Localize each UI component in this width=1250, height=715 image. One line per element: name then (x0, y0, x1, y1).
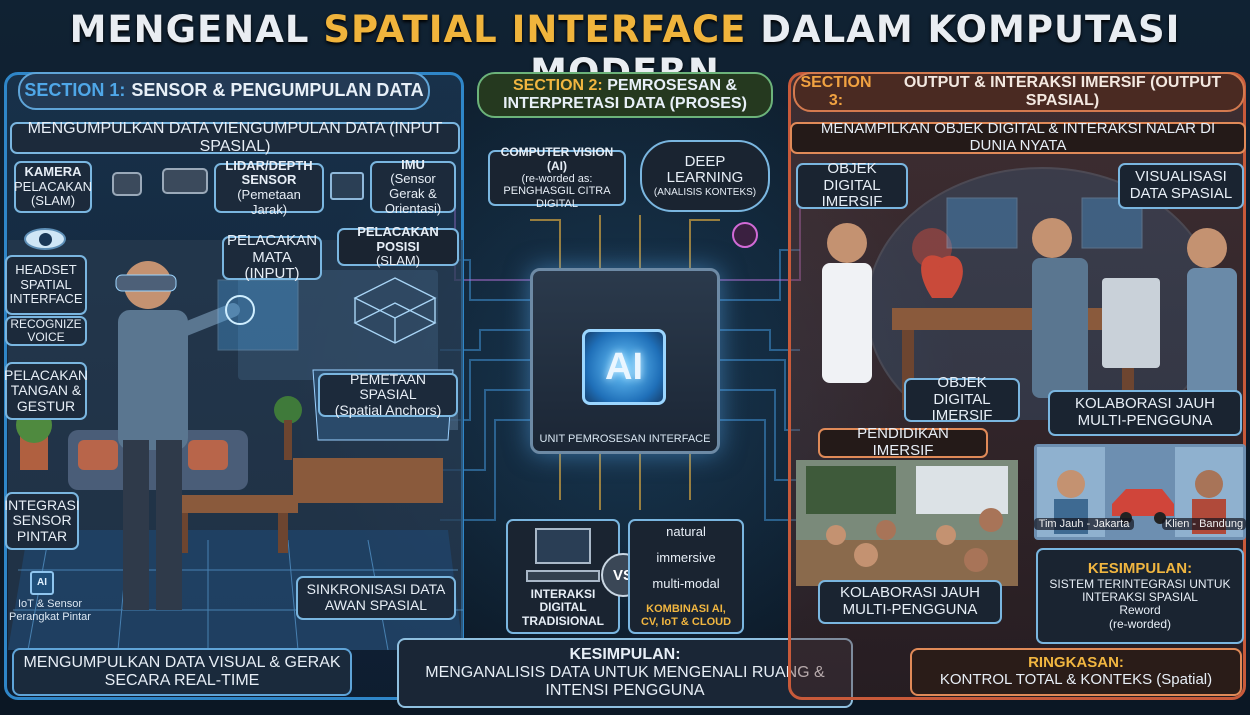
pelacakan-posisi-title: PELACAKAN POSISI (357, 224, 439, 254)
ringkasan-body: KONTROL TOTAL & KONTEKS (Spatial) (939, 671, 1213, 688)
microphone-icon (732, 222, 758, 248)
ai-chip-core: AI (582, 329, 666, 405)
section-1-summary: MENGUMPULKAN DATA VISUAL & GERAK SECARA … (12, 648, 352, 696)
section-2-header: SECTION 2: PEMROSESAN & INTERPRETASI DAT… (477, 72, 773, 118)
imu-label: IMU (Sensor Gerak & Orientasi) (370, 156, 456, 216)
visualisasi-label: VISUALISASI DATA SPASIAL (1118, 163, 1244, 209)
computer-vision-label: COMPUTER VISION (AI) (re-worded as: PENG… (488, 145, 626, 210)
traditional-label: INTERAKSI DIGITAL TRADISIONAL (522, 586, 604, 628)
pelacakan-posisi-sub: (SLAM) (375, 253, 421, 269)
natural-label: natural (666, 524, 706, 539)
dl-sub: (ANALISIS KONTEKS) (653, 187, 757, 199)
section-1-number: SECTION 1: (24, 80, 126, 101)
slam-wireframe-icon (353, 277, 437, 344)
section-2-number: SECTION 2: (512, 77, 603, 95)
section-3-conclusion: KESIMPULAN: SISTEM TERINTEGRASI UNTUK IN… (1036, 548, 1244, 644)
recognize-voice-label: RECOGNIZE VOICE (5, 316, 87, 346)
section-2-conclusion: KESIMPULAN: MENGANALISIS DATA UNTUK MENG… (397, 638, 853, 708)
section-2-title: PEMROSESAN & INTERPRETASI DATA (PROSES) (503, 77, 747, 112)
objek-digital-label-1: OBJEK DIGITAL IMERSIF (796, 160, 908, 210)
page-title: MENGENAL SPATIAL INTERFACE DALAM KOMPUTA… (0, 8, 1250, 94)
klien-label: Klien - Bandung (1162, 518, 1246, 530)
iot-chip-icon: AI (30, 571, 54, 595)
section-2-conclusion-body: MENGANALISIS DATA UNTUK MENGENALI RUANG … (425, 664, 825, 699)
pelacakan-mata-label: PELACAKAN MATA (INPUT) (222, 232, 322, 282)
multimodal-label: multi-modal (652, 576, 720, 592)
kombinasi-label: KOMBINASI AI, CV, IoT & CLOUD (640, 603, 732, 628)
dl-title: DEEP LEARNING (666, 152, 744, 187)
cv-sub: (re-worded as: PENGHASGIL CITRA DIGITAL (503, 172, 611, 210)
lidar-title: LIDAR/DEPTH SENSOR (225, 157, 313, 188)
pemetaan-title: PEMETAAN SPASIAL (350, 370, 426, 403)
imu-sub: (Sensor Gerak & Orientasi) (384, 171, 442, 216)
spatial-interaction-box: natural immersive multi-modal KOMBINASI … (628, 519, 744, 634)
pemetaan-sub: (Spatial Anchors) (334, 401, 442, 418)
title-highlight: SPATIAL INTERFACE (323, 8, 747, 51)
headset-label: HEADSET SPATIAL INTERFACE (5, 255, 87, 315)
section-3-title: OUTPUT & INTERAKSI IMERSIF (OUTPUT SPASI… (903, 74, 1222, 109)
section-1-header: SECTION 1: SENSOR & PENGUMPULAN DATA (18, 72, 430, 110)
imu-title: IMU (401, 156, 425, 172)
reword-label: Reword (1119, 603, 1161, 618)
section-2-conclusion-title: KESIMPULAN: (569, 646, 681, 664)
pemetaan-spasial-label: PEMETAAN SPASIAL (Spatial Anchors) (318, 370, 458, 418)
camera-icon (162, 168, 208, 194)
eye-icon (24, 228, 66, 250)
section-1-subtitle: MENGUMPULKAN DATA VIENGUMPULAN DATA (INP… (10, 120, 460, 155)
section-3-subtitle: MENAMPILKAN OBJEK DIGITAL & INTERAKSI NA… (790, 120, 1246, 154)
section-3-number: SECTION 3: (800, 74, 872, 109)
chip-label: UNIT PEMROSESAN INTERFACE (539, 433, 711, 445)
section-1-title: SENSOR & PENGUMPULAN DATA (131, 80, 424, 101)
integrasi-sensor-label: INTEGRASI SENSOR PINTAR (4, 492, 80, 550)
kamera-sub: PELACAKAN (SLAM) (13, 178, 93, 209)
pelacakan-tangan-label: PELACAKAN TANGAN & GESTUR (4, 362, 88, 420)
camera-icon (112, 172, 142, 196)
tim-label: Tim Jauh - Jakarta (1034, 518, 1134, 530)
pendidikan-label: PENDIDIKAN IMERSIF (818, 425, 988, 459)
monitor-icon (535, 527, 591, 564)
classroom-scene-illustration (796, 460, 1018, 586)
section-3-header: SECTION 3: OUTPUT & INTERAKSI IMERSIF (O… (793, 72, 1245, 112)
lab-scene-illustration (822, 167, 1237, 420)
cv-title: COMPUTER VISION (AI) (500, 145, 614, 173)
deep-learning-cloud: DEEP LEARNING (ANALISIS KONTEKS) (640, 140, 770, 212)
pelacakan-posisi-label: PELACAKAN POSISI (SLAM) (337, 224, 459, 269)
chip-icon (330, 172, 364, 200)
ringkasan-box: RINGKASAN: KONTROL TOTAL & KONTEKS (Spat… (910, 648, 1242, 696)
section-3-conclusion-body: SISTEM TERINTEGRASI UNTUK INTERAKSI SPAS… (1049, 576, 1231, 604)
keyboard-icon (526, 569, 600, 582)
iot-label: IoT & Sensor Perangkat Pintar (9, 598, 91, 623)
lidar-label: LIDAR/DEPTH SENSOR (Pemetaan Jarak) (214, 158, 324, 216)
lidar-sub: (Pemetaan Jarak) (237, 187, 301, 217)
kolaborasi-label-bottom: KOLABORASI JAUH MULTI-PENGGUNA (818, 580, 1002, 624)
title-part-1: MENGENAL (69, 8, 324, 51)
section-3-conclusion-title: KESIMPULAN: (1087, 559, 1193, 577)
kamera-label: KAMERA PELACAKAN (SLAM) (14, 161, 92, 213)
objek-digital-label-2: OBJEK DIGITAL IMERSIF (904, 374, 1020, 424)
kamera-title: KAMERA (24, 164, 82, 180)
ringkasan-title: RINGKASAN: (1028, 654, 1124, 672)
immersive-label: immersive (656, 550, 716, 566)
ai-processor-chip: AI UNIT PEMROSESAN INTERFACE (530, 268, 720, 454)
reworded-label: (re-worded) (1108, 616, 1171, 631)
kolaborasi-label-top: KOLABORASI JAUH MULTI-PENGGUNA (1048, 390, 1242, 436)
sinkronisasi-label: SINKRONISASI DATA AWAN SPASIAL (296, 576, 456, 620)
